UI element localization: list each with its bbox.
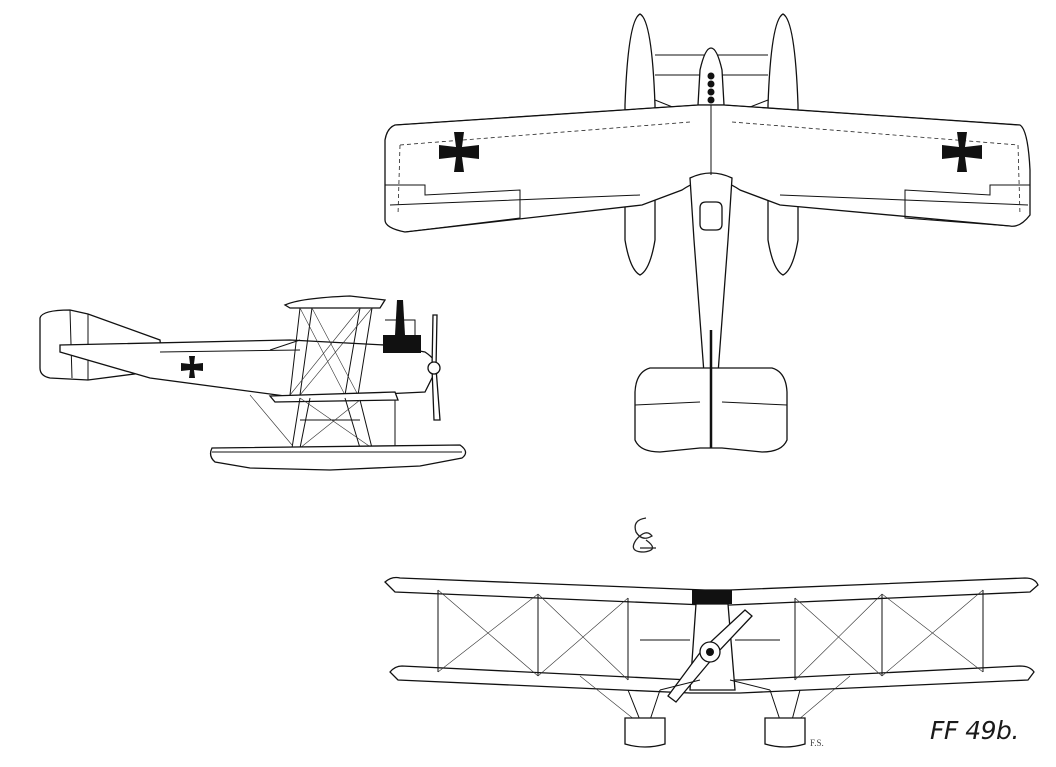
signature-mark [632,517,656,553]
front-view-float-right [764,717,806,748]
draftsman-initials: F.S. [810,738,824,748]
top-view-cockpit [699,201,723,231]
iron-cross-icon [942,132,982,172]
side-view-float [209,444,467,471]
front-view [384,576,1039,748]
side-view [39,295,467,471]
front-view-engine [692,590,732,604]
front-view-float-left [624,717,666,748]
aircraft-designation: FF 49b. [930,716,1019,745]
side-view-upper-wing [283,295,387,309]
iron-cross-icon [181,356,203,378]
top-view [384,13,1031,453]
side-view-engine [383,335,421,353]
iron-cross-icon [439,132,479,172]
front-view-lower-wing [389,665,1035,694]
top-view-engine-cylinders [707,72,715,104]
